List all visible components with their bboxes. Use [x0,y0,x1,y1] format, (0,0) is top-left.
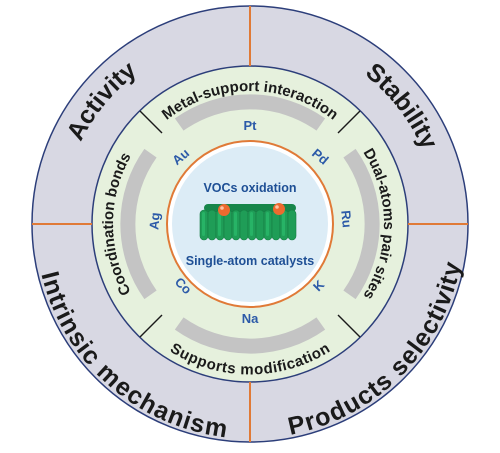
middle-dividers [139,110,361,338]
single-atom-right [273,203,285,215]
core-bottom-label: Single-atom catalysts [186,254,315,268]
metal-ru: Ru [338,210,354,229]
catalyst-illustration [199,203,297,241]
metal-ag: Ag [146,212,162,231]
metal-pt: Pt [244,118,258,133]
single-atom-left [218,204,230,216]
outer-dividers [32,6,468,442]
metal-na: Na [242,311,259,326]
inner-gray-ring [120,94,380,354]
core-top-label: VOCs oxidation [203,181,296,195]
